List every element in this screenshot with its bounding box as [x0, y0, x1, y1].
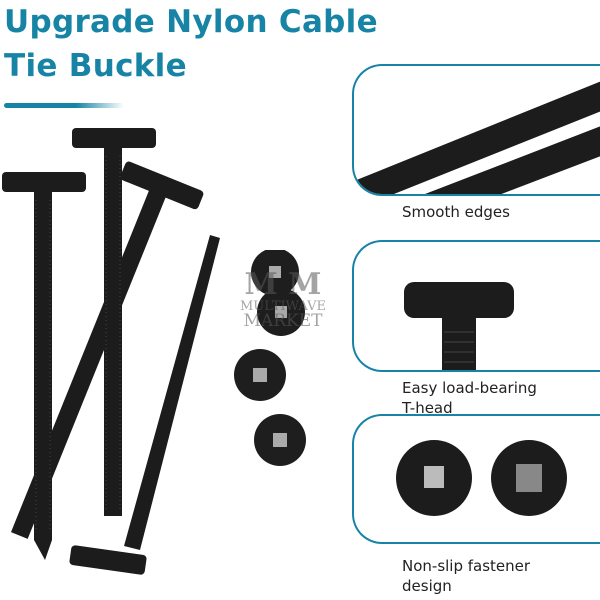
feature-panel-t-head — [352, 240, 600, 372]
caption-line: Non-slip fastener — [402, 557, 531, 575]
fastener-closeup-image — [396, 440, 567, 516]
feature-panel-fastener — [352, 414, 600, 544]
title-underline — [4, 103, 124, 108]
feature-caption: Easy load-bearing T-head — [402, 378, 537, 418]
cable-tie — [2, 172, 86, 560]
title-line-2: Tie Buckle — [4, 48, 187, 84]
strap-closeup-image — [354, 81, 600, 194]
cable-tie — [69, 235, 220, 575]
caption-line: T-head — [402, 399, 453, 417]
caption-line: Easy load-bearing — [402, 379, 537, 397]
cable-tie — [72, 128, 156, 516]
feature-panel-smooth-edges — [352, 64, 600, 196]
feature-caption: Smooth edges — [402, 203, 510, 221]
title-line-1: Upgrade Nylon Cable — [4, 4, 378, 40]
caption-line: design — [402, 577, 452, 595]
watermark-line: M M — [244, 267, 322, 302]
watermark: M M MULTIWAVE MARKET — [240, 270, 326, 330]
fastener-heads-image — [234, 250, 306, 466]
watermark-line: MULTIWAVE — [240, 299, 326, 314]
page-title: Upgrade Nylon Cable Tie Buckle — [4, 0, 378, 88]
t-head-closeup-image — [404, 282, 514, 370]
feature-caption: Non-slip fastener design — [402, 556, 530, 596]
cable-ties-image — [2, 128, 220, 575]
cable-tie — [10, 161, 204, 539]
watermark-line: MARKET — [243, 311, 323, 331]
